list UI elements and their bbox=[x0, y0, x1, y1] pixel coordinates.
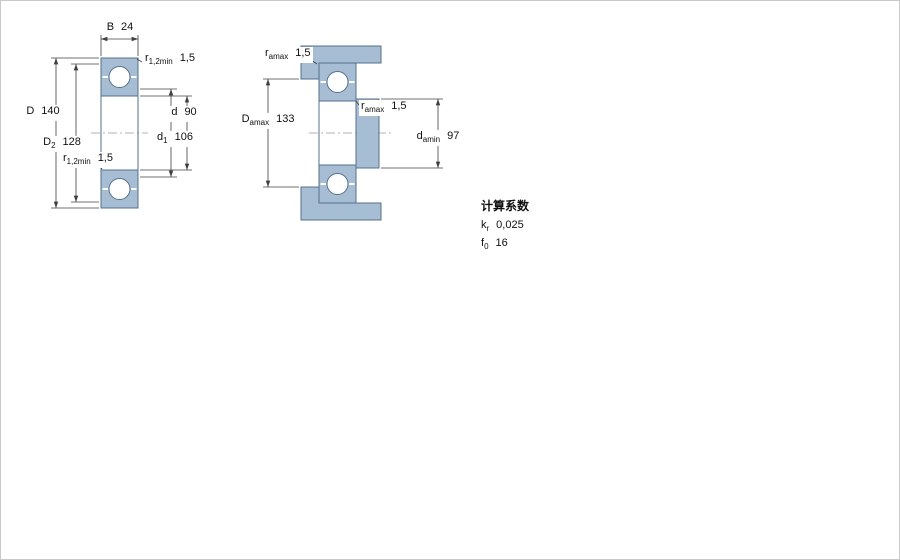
dim-value: 140 bbox=[41, 104, 60, 117]
dim-symbol: d bbox=[157, 130, 164, 143]
shaft-shoulder bbox=[355, 98, 380, 169]
dim-symbol: B bbox=[106, 20, 115, 33]
dim-subscript: 1,2min bbox=[66, 157, 91, 167]
factor-value: 0,025 bbox=[496, 219, 524, 231]
dim-value: 1,5 bbox=[97, 152, 113, 164]
factor-subscript: 0 bbox=[484, 242, 489, 252]
calculation-factors-title: 计算系数 bbox=[481, 199, 530, 213]
factor-row-f0: f0 16 bbox=[481, 237, 508, 251]
dim-value: 90 bbox=[184, 105, 197, 118]
dim-symbol: D bbox=[26, 104, 35, 117]
dim-label-r12-top: r1,2min 1,5 bbox=[143, 52, 197, 69]
dim-label-d1: d1 106 bbox=[155, 130, 195, 148]
factor-subscript: r bbox=[486, 224, 490, 234]
dim-symbol: r bbox=[145, 52, 149, 64]
dim-symbol: r bbox=[361, 100, 365, 112]
dim-subscript: amax bbox=[249, 118, 270, 128]
dim-value: 1,5 bbox=[391, 100, 407, 112]
dim-label-ra-mid: ramax 1,5 bbox=[359, 100, 409, 117]
right-view-abutment-section bbox=[300, 45, 391, 221]
factor-row-kr: kr 0,025 bbox=[481, 219, 524, 233]
dim-value: 1,5 bbox=[295, 47, 311, 59]
dim-subscript: 1 bbox=[163, 136, 168, 146]
dim-symbol: d bbox=[416, 129, 423, 142]
dim-symbol: r bbox=[265, 47, 269, 59]
dim-value: 97 bbox=[447, 129, 460, 142]
dim-value: 106 bbox=[174, 130, 193, 143]
ball-top bbox=[108, 66, 131, 88]
dim-subscript: 2 bbox=[51, 141, 56, 151]
dim-value: 1,5 bbox=[179, 52, 195, 64]
dim-label-b: B 24 bbox=[104, 20, 136, 38]
dim-subscript: amax bbox=[364, 105, 385, 115]
dim-label-r12-bottom: r1,2min 1,5 bbox=[61, 152, 115, 169]
dim-symbol: D bbox=[43, 135, 52, 148]
dim-label-d-outer: D 140 bbox=[24, 104, 62, 122]
left-view-bearing-section bbox=[91, 57, 148, 209]
dim-label-d2: D2 128 bbox=[41, 135, 83, 153]
dim-symbol: r bbox=[63, 152, 67, 164]
dim-value: 128 bbox=[62, 135, 81, 148]
dim-subscript: amax bbox=[268, 52, 289, 62]
ball-bottom bbox=[108, 178, 131, 200]
dim-label-da-max: Damax 133 bbox=[239, 112, 297, 130]
ball-bottom bbox=[326, 173, 349, 195]
dim-label-ra-top: ramax 1,5 bbox=[263, 47, 313, 64]
factor-value: 16 bbox=[495, 237, 508, 249]
dim-subscript: 1,2min bbox=[148, 57, 173, 67]
dim-subscript: amin bbox=[422, 135, 441, 145]
ball-top bbox=[326, 71, 349, 93]
factor-symbol: f bbox=[481, 237, 485, 249]
factor-symbol: k bbox=[481, 219, 487, 231]
dim-symbol: D bbox=[241, 112, 250, 125]
dim-symbol: d bbox=[171, 105, 178, 118]
dim-label-d-bore: d 90 bbox=[169, 105, 199, 123]
dim-value: 24 bbox=[121, 20, 134, 33]
dim-value: 133 bbox=[276, 112, 295, 125]
dim-label-da-min: damin 97 bbox=[414, 129, 462, 147]
